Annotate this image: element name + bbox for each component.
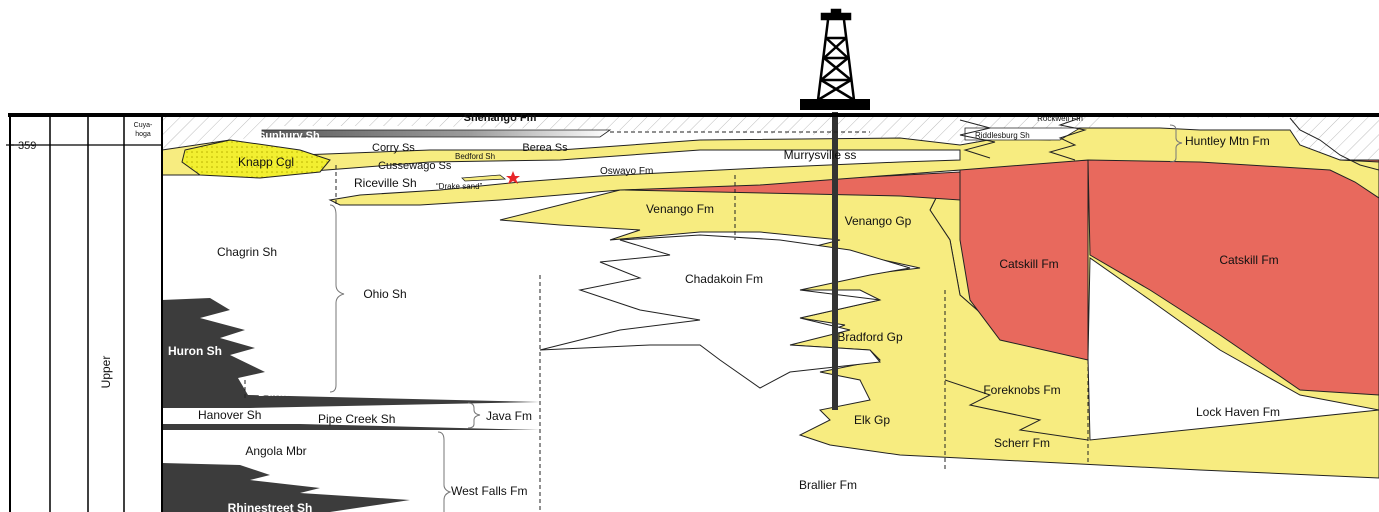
- star-icon: [506, 171, 520, 184]
- oil-derrick-icon: [800, 8, 870, 110]
- label-sunbury-sh: Sunbury Sh: [258, 130, 320, 142]
- catskill-fm-east: [1087, 159, 1379, 396]
- label-berea-ss: Berea Ss: [522, 142, 568, 154]
- label-elk-gp: Elk Gp: [854, 413, 890, 427]
- label-lock-haven-fm: Lock Haven Fm: [1196, 405, 1280, 419]
- label-scherr-fm: Scherr Fm: [994, 436, 1050, 450]
- label-hanover-sh: Hanover Sh: [198, 408, 261, 422]
- label-venango-gp: Venango Gp: [845, 214, 912, 228]
- label-dunkirk-sh: Dunkirk Sh: [258, 385, 321, 399]
- chadakoin-tongue: [539, 234, 911, 389]
- label-bedford-sh: Bedford Sh: [455, 152, 495, 161]
- cuyahoga-label-line1: Cuya-: [134, 122, 153, 129]
- sunbury-sh-body: [261, 129, 612, 138]
- label-corry-ss: Corry Ss: [372, 142, 415, 154]
- label-west-falls-fm: West Falls Fm: [451, 484, 527, 498]
- cuyahoga-label-line2: hoga: [135, 131, 151, 138]
- label-huntley-mtn-fm: Huntley Mtn Fm: [1185, 134, 1270, 148]
- label-oswayo-fm: Oswayo Fm: [600, 166, 653, 177]
- label-rockwell-fm: Rockwell Fm: [1037, 114, 1083, 123]
- label-pipe-creek-sh: Pipe Creek Sh: [318, 412, 395, 426]
- label-huron-sh: Huron Sh: [168, 344, 222, 358]
- interfinger-lines: [944, 117, 1379, 441]
- drake-sand-lens: [461, 174, 507, 182]
- label-java-fm: Java Fm: [486, 409, 532, 423]
- series-label: Upper: [99, 356, 113, 389]
- age-tick-label: 359: [18, 140, 36, 152]
- label-cussewago-ss: Cussewago Ss: [378, 160, 452, 172]
- label-brallier-fm: Brallier Fm: [799, 478, 857, 492]
- label-drake-sand: “Drake sand”: [436, 182, 483, 191]
- label-murrysville-ss: Murrysville ss: [784, 148, 857, 162]
- label-chadakoin-fm: Chadakoin Fm: [685, 272, 763, 286]
- rhinestreet-sh-body: [162, 463, 410, 512]
- facies-boundaries: [244, 131, 1089, 512]
- group-braces: [329, 124, 1183, 512]
- label-venango-fm: Venango Fm: [646, 202, 714, 216]
- label-angola-mbr: Angola Mbr: [245, 444, 306, 458]
- label-knapp-cgl: Knapp Cgl: [238, 155, 294, 169]
- label-foreknobs-fm: Foreknobs Fm: [983, 383, 1060, 397]
- label-shenango-fm: Shenango Fm: [464, 112, 537, 124]
- knapp-cgl-body: [181, 139, 331, 179]
- label-catskill-fm-east: Catskill Fm: [1219, 253, 1278, 267]
- murrysville-ss-body: [161, 127, 1379, 206]
- label-catskill-fm-west: Catskill Fm: [999, 257, 1058, 271]
- huron-sh-body: [162, 298, 540, 408]
- label-riddlesburg-sh: Riddlesburg Sh: [975, 131, 1030, 140]
- label-riceville-sh: Riceville Sh: [354, 176, 417, 190]
- label-bradford-gp: Bradford Gp: [837, 330, 903, 344]
- label-ohio-sh: Ohio Sh: [363, 287, 406, 301]
- pipe-creek-sh-body: [162, 424, 540, 430]
- label-rhinestreet-sh: Rhinestreet Sh: [228, 501, 313, 512]
- label-chagrin-sh: Chagrin Sh: [217, 245, 277, 259]
